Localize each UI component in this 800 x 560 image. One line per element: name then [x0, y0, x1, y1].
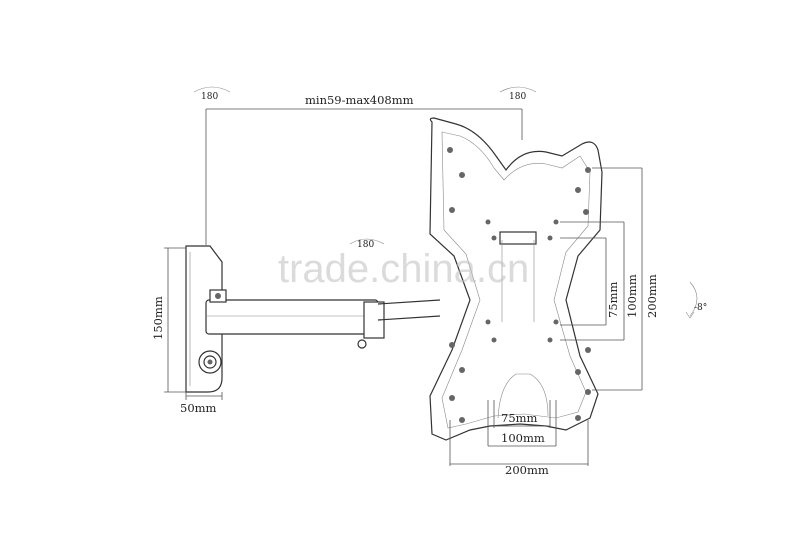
vesa-plate	[429, 117, 603, 441]
tilt-label: -8°	[694, 303, 707, 313]
vesa-vertical-dimensions: 75mm 100mm 200mm	[560, 167, 659, 391]
rotation-marker-right: 180	[499, 86, 537, 102]
rotation-marker-arm: 180	[349, 238, 385, 250]
horizontal-100-label: 100mm	[501, 431, 545, 445]
rotation-label-right: 180	[509, 92, 526, 102]
rotation-label-left: 180	[201, 92, 218, 102]
extension-label: min59-max408mm	[305, 93, 414, 107]
vesa-horizontal-dimensions: 75mm 100mm 200mm	[449, 400, 589, 477]
swing-arm	[205, 289, 441, 349]
horizontal-200-label: 200mm	[505, 463, 549, 477]
extension-dimension: min59-max408mm	[205, 93, 523, 245]
tilt-indicator: -8°	[685, 281, 707, 319]
vertical-75-label: 75mm	[606, 281, 620, 318]
wall-plate	[185, 245, 223, 393]
horizontal-75-label: 75mm	[501, 411, 538, 425]
rotation-marker-left: 180	[193, 86, 231, 102]
rotation-label-arm: 180	[357, 240, 374, 250]
watermark: trade.china.cn	[278, 247, 529, 291]
wall-height-label: 150mm	[151, 296, 165, 340]
wall-height-dimension: 150mm	[151, 247, 186, 393]
wall-width-label: 50mm	[180, 401, 217, 415]
vesa-holes	[447, 147, 591, 423]
vertical-200-label: 200mm	[645, 274, 659, 318]
vertical-100-label: 100mm	[625, 274, 639, 318]
wall-width-dimension: 50mm	[180, 392, 223, 415]
